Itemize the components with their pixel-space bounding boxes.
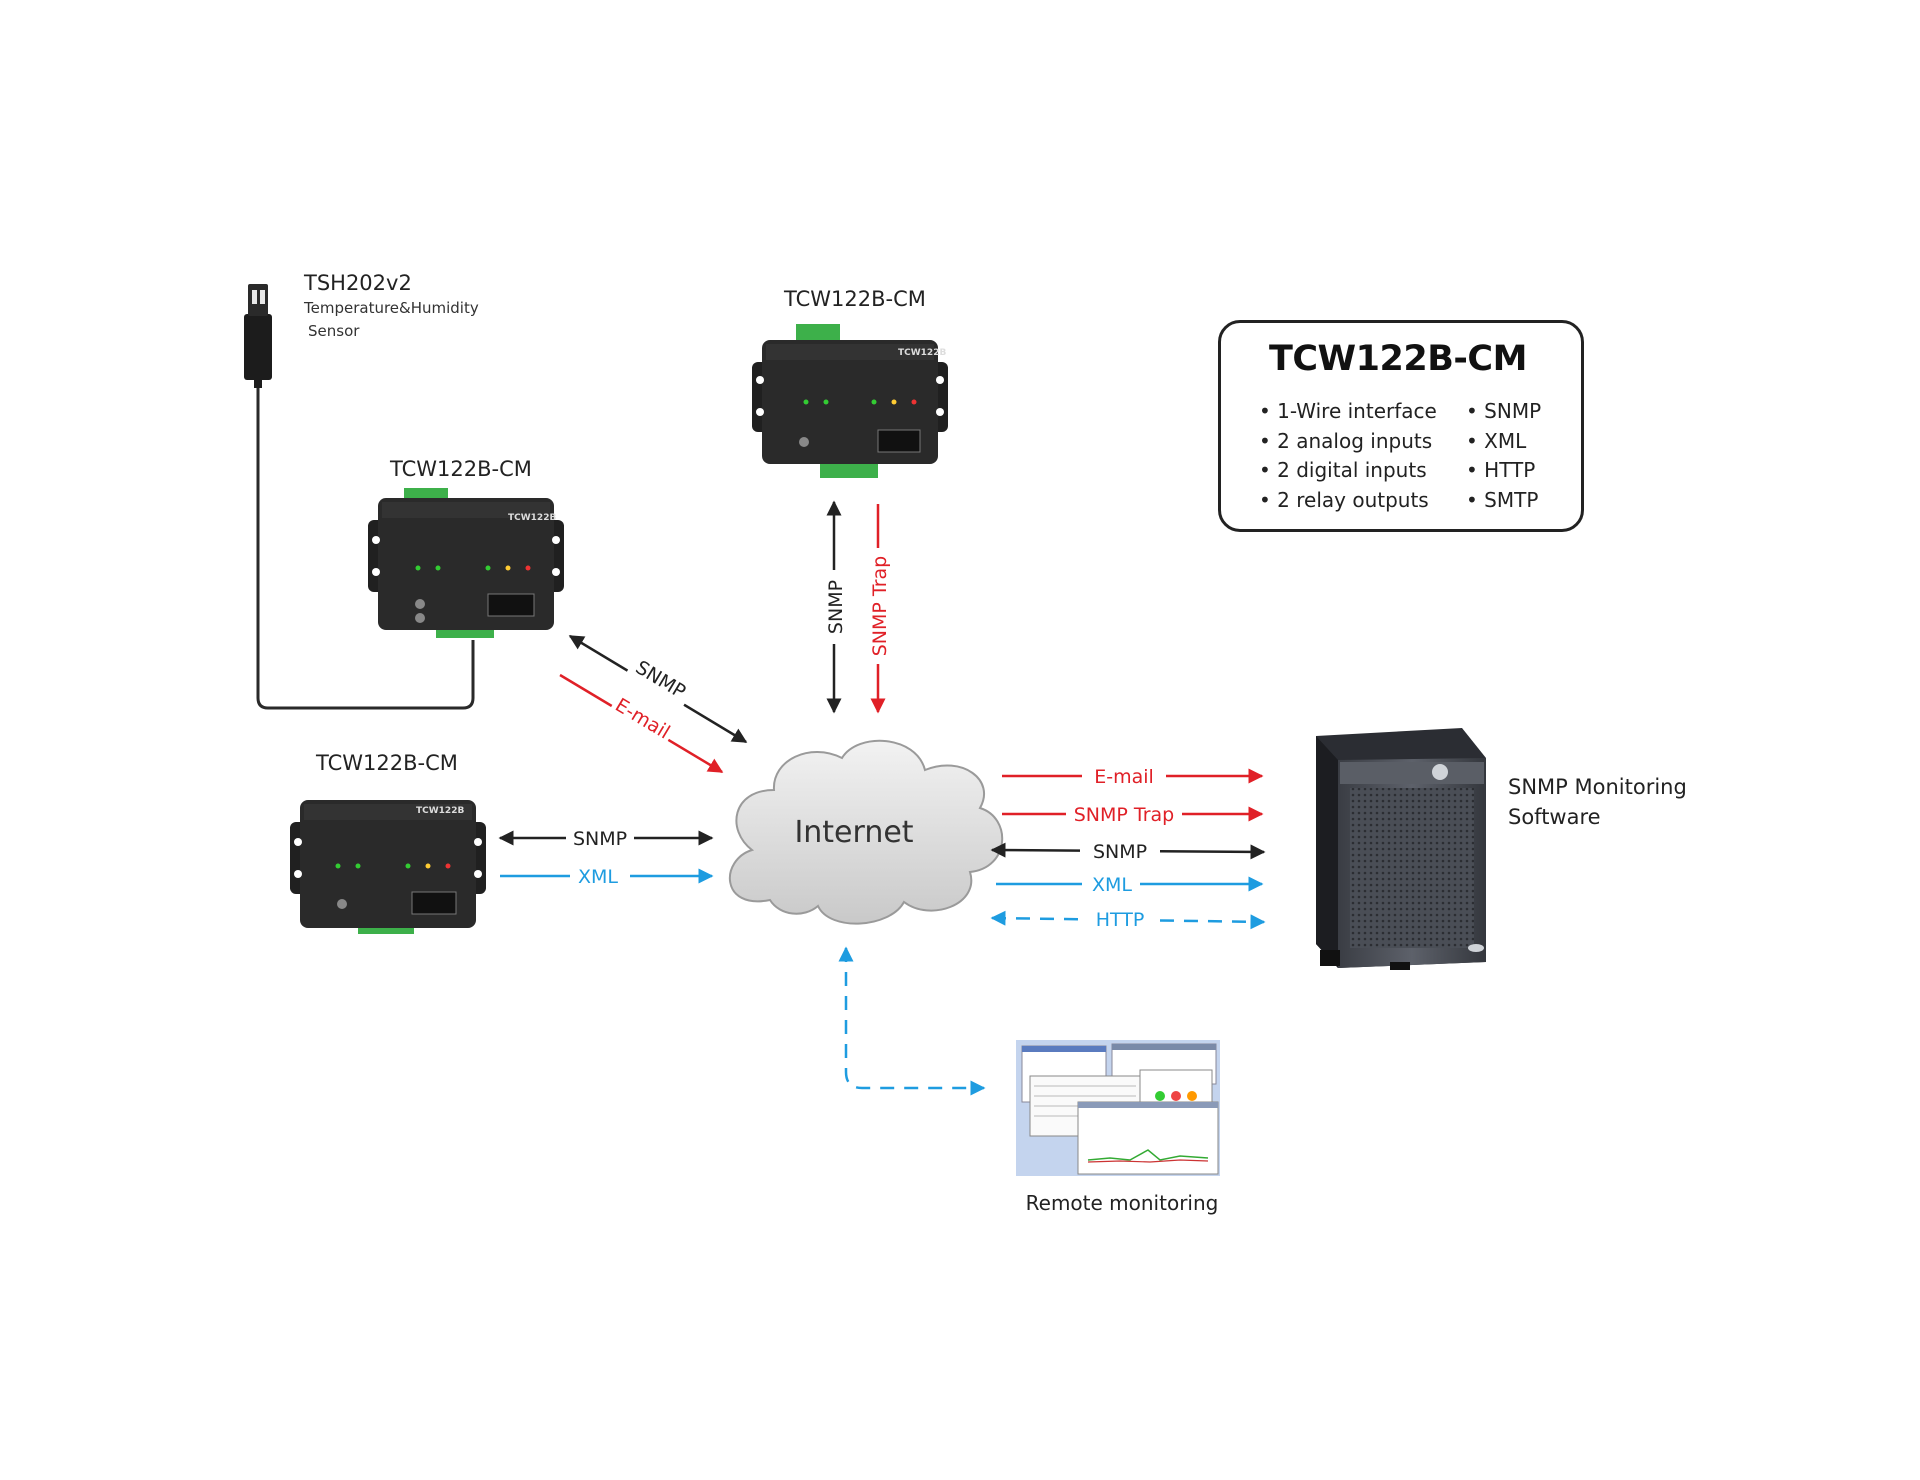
- label-left-xml: XML: [578, 866, 618, 888]
- device-center-top: [752, 324, 948, 478]
- label-vert-snmp: SNMP: [825, 580, 847, 634]
- protocol-item: XML: [1466, 427, 1541, 457]
- remote-monitoring-screens: [1016, 1040, 1220, 1176]
- label-right-snmp: SNMP: [1093, 841, 1147, 863]
- device-label-left-bottom: TCW122B-CM: [315, 751, 458, 775]
- device-label-left-top: TCW122B-CM: [389, 457, 532, 481]
- label-right-xml: XML: [1092, 874, 1132, 896]
- sensor-name: TSH202v2: [303, 271, 412, 295]
- label-right-email: E-mail: [1094, 766, 1154, 788]
- server-label-line2: Software: [1508, 805, 1601, 829]
- info-protocols: SNMP XML HTTP SMTP: [1466, 397, 1541, 515]
- link-right-http: [990, 910, 1266, 930]
- label-left-snmp: SNMP: [573, 828, 627, 850]
- label-right-trap: SNMP Trap: [1074, 804, 1175, 826]
- feature-item: 1-Wire interface: [1259, 397, 1437, 427]
- label-vert-trap: SNMP Trap: [869, 556, 891, 657]
- sensor-desc-line2: Sensor: [308, 322, 360, 340]
- server-label-line1: SNMP Monitoring: [1508, 775, 1687, 799]
- device-left-bottom: [290, 800, 486, 934]
- feature-item: 2 analog inputs: [1259, 427, 1437, 457]
- sensor-desc-line1: Temperature&Humidity: [303, 299, 479, 317]
- feature-item: 2 digital inputs: [1259, 456, 1437, 486]
- device-plate-left-bottom: TCW122B: [416, 806, 464, 816]
- protocol-item: HTTP: [1466, 456, 1541, 486]
- info-title: TCW122B-CM: [1269, 339, 1527, 379]
- info-features: 1-Wire interface 2 analog inputs 2 digit…: [1259, 397, 1437, 515]
- link-remote-http: [838, 946, 986, 1096]
- feature-item: 2 relay outputs: [1259, 486, 1437, 516]
- protocol-item: SNMP: [1466, 397, 1541, 427]
- label-right-http: HTTP: [1096, 909, 1145, 931]
- device-left-top: [368, 488, 564, 638]
- sensor-tsh202v2: [244, 284, 475, 710]
- server-tower: [1316, 728, 1486, 970]
- device-plate-left-top: TCW122B: [508, 513, 556, 523]
- internet-label: Internet: [794, 815, 913, 850]
- protocol-item: SMTP: [1466, 486, 1541, 516]
- label-diag-snmp: SNMP: [632, 656, 690, 703]
- info-box: TCW122B-CM 1-Wire interface 2 analog inp…: [1218, 320, 1584, 532]
- device-label-center-top: TCW122B-CM: [783, 287, 926, 311]
- device-plate-center-top: TCW122B: [898, 348, 946, 358]
- internet-cloud: [728, 739, 1004, 925]
- remote-label: Remote monitoring: [1026, 1191, 1219, 1215]
